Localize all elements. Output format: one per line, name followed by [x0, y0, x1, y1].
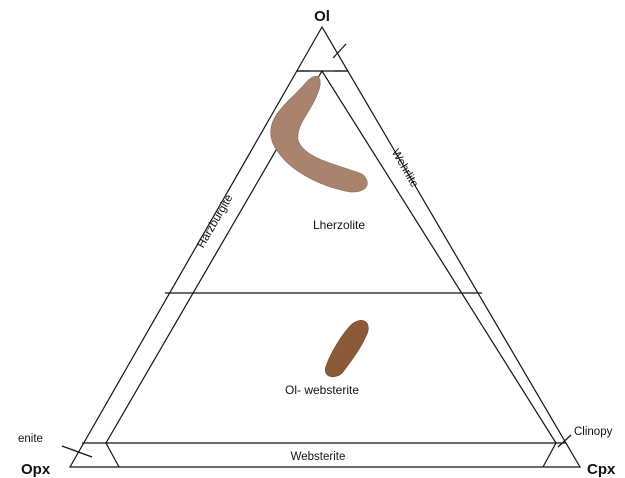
- edge-label-websterite: Websterite: [291, 451, 346, 463]
- outer-triangle: [70, 27, 580, 467]
- vertex-label-cpx: Cpx: [587, 461, 616, 478]
- corner-label-enite: enite: [18, 433, 43, 445]
- corner-label-clinopy: Clinopy: [574, 426, 613, 438]
- edge-label-wehrlite: Wehrlite: [389, 147, 420, 189]
- field-label-ol-websterite: Ol- websterite: [285, 383, 359, 397]
- vertex-label-ol: Ol: [314, 8, 330, 25]
- lower-sample-field: [325, 320, 368, 376]
- clinopy-leader-line: [558, 435, 571, 447]
- upper-sample-field: [271, 76, 368, 192]
- edge-label-harzburgite: Harzburgite: [195, 193, 235, 250]
- right-corner-vertical: [543, 443, 556, 467]
- vertex-label-opx: Opx: [21, 461, 51, 478]
- field-label-lherzolite: Lherzolite: [313, 218, 365, 232]
- left-corner-vertical: [106, 443, 119, 467]
